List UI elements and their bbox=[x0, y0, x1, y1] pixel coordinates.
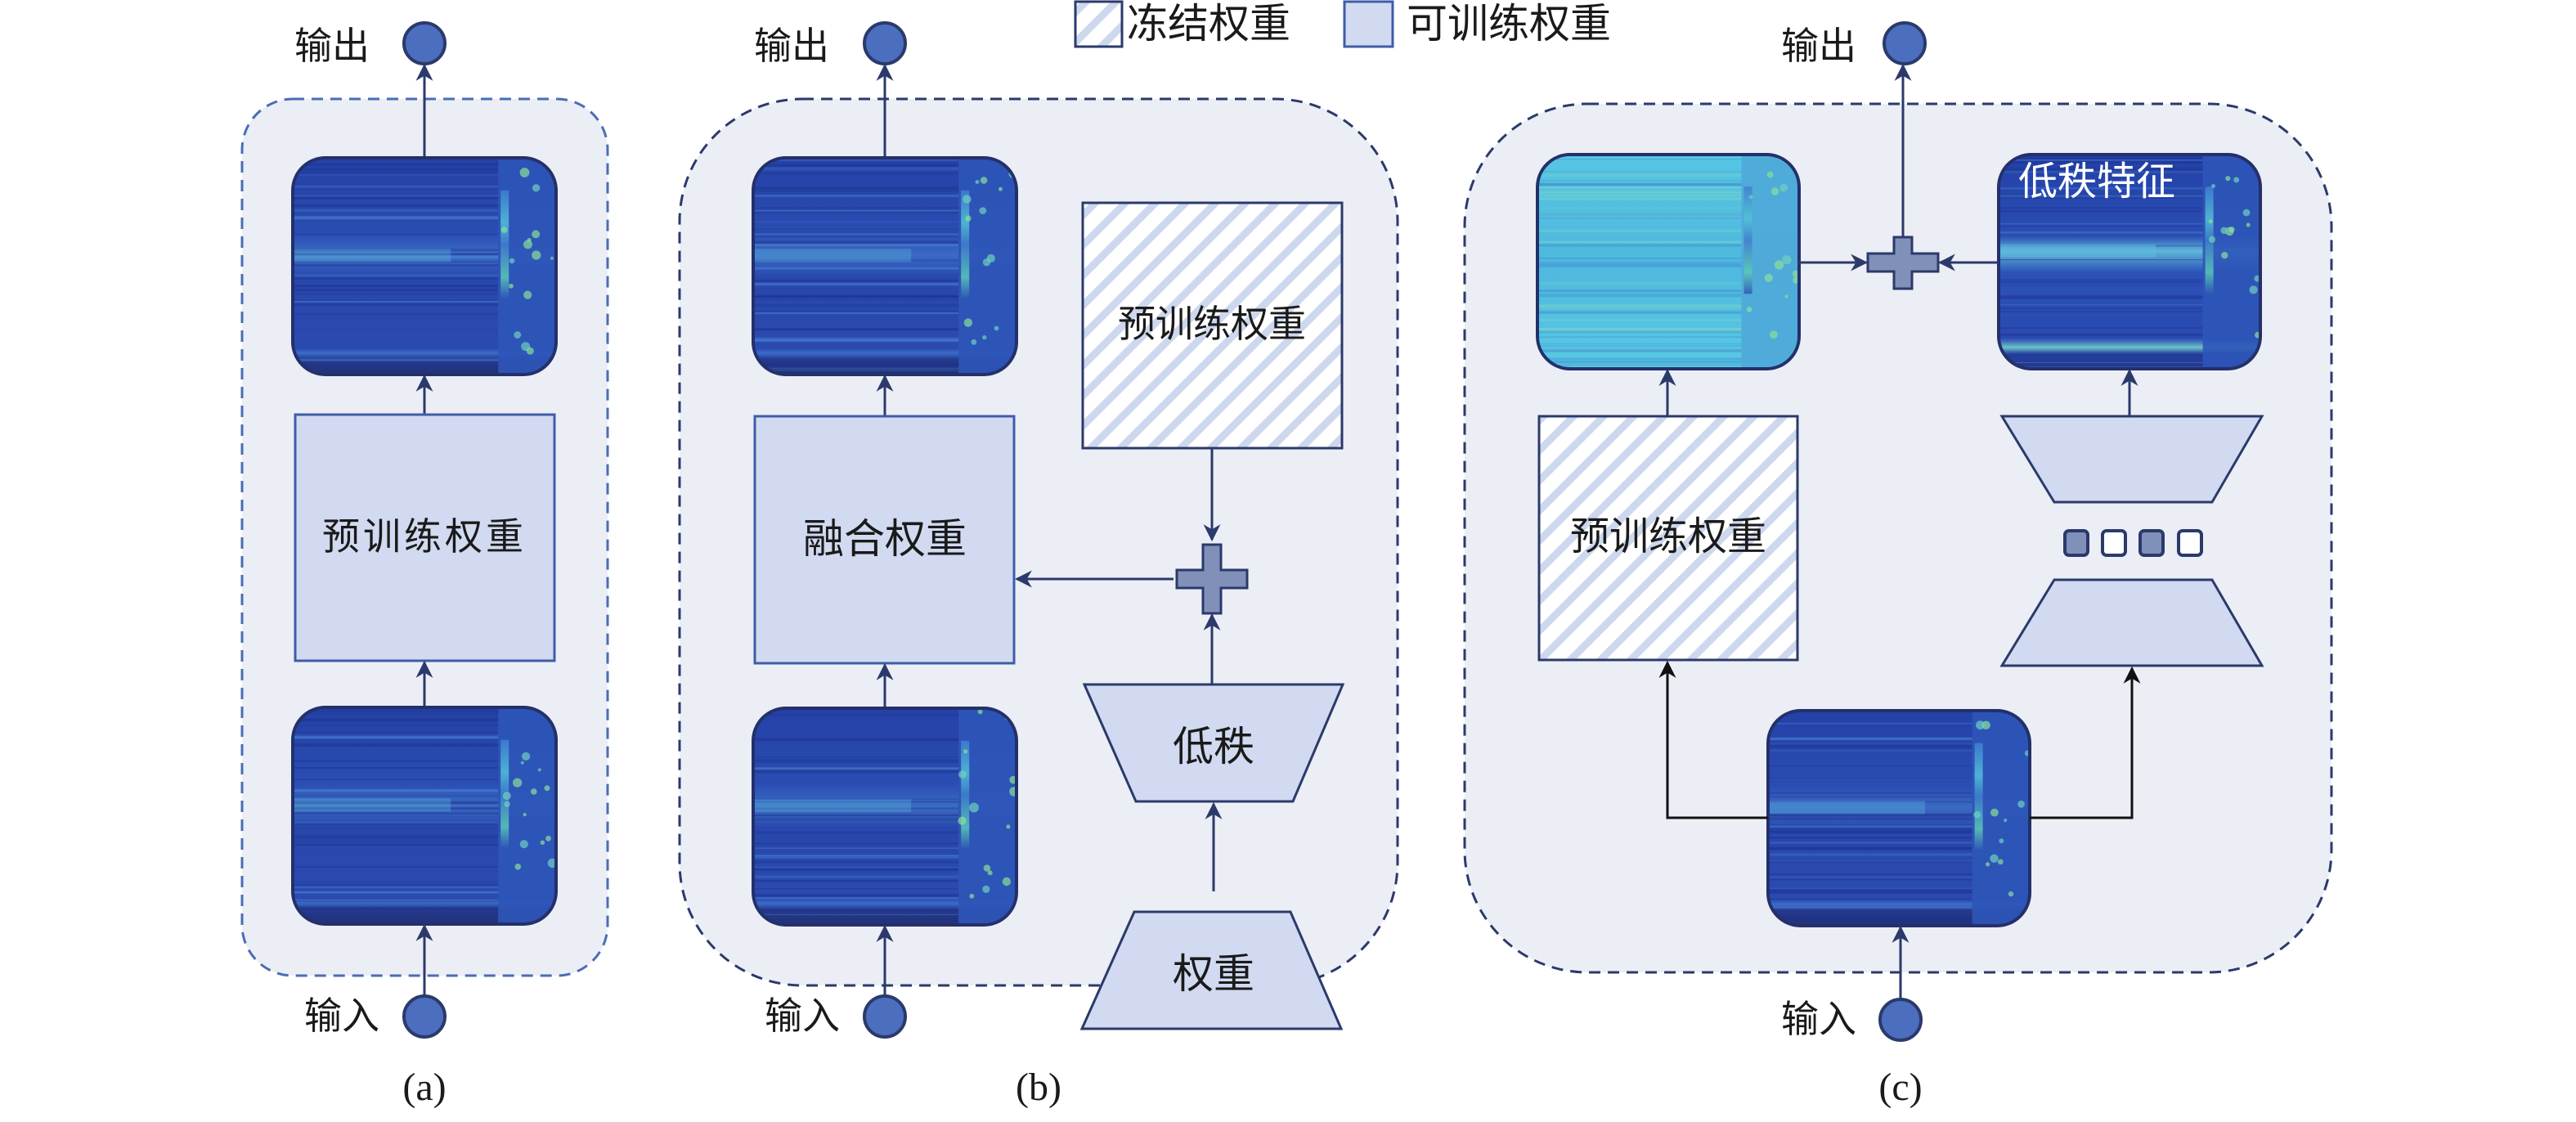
panel-b-weight-block bbox=[1079, 910, 1344, 1030]
panel-a-input-node bbox=[402, 994, 447, 1039]
panel-b-low-rank-label: 低秩 bbox=[1173, 723, 1254, 770]
panel-b-input-label: 输入 bbox=[765, 994, 840, 1038]
panel-b-fused-box bbox=[753, 415, 1016, 665]
panel-c-frozen-box-label: 预训练权重 bbox=[1570, 514, 1766, 559]
panel-a-caption: (a) bbox=[402, 1066, 446, 1109]
panel-a-output-spectrogram bbox=[291, 156, 558, 376]
panel-b-input-spectrogram bbox=[752, 707, 1018, 927]
panel-c-frozen-box bbox=[1537, 415, 1799, 662]
panel-c-down-projection-block bbox=[1999, 578, 2264, 667]
bottleneck-cell-empty bbox=[2101, 529, 2127, 557]
panel-a-output-label: 输出 bbox=[294, 24, 370, 68]
panel-b-plus-icon bbox=[1175, 543, 1249, 615]
legend-trainable-swatch bbox=[1343, 0, 1394, 48]
legend-frozen-swatch bbox=[1074, 0, 1124, 48]
panel-c-input-spectrogram bbox=[1766, 709, 2031, 927]
panel-b-output-spectrogram bbox=[752, 156, 1018, 376]
panel-c-input-node bbox=[1878, 998, 1923, 1042]
legend-frozen-label: 冻结权重 bbox=[1127, 0, 1290, 47]
panel-a-weight-box-label: 预训练权重 bbox=[322, 514, 527, 559]
panel-c-output-label: 输出 bbox=[1781, 24, 1856, 68]
panel-c-plus-icon bbox=[1866, 236, 1940, 290]
panel-c-caption: (c) bbox=[1878, 1066, 1922, 1109]
legend: 冻结权重 可训练权重 bbox=[1074, 0, 1611, 48]
panel-c: 输出 低秩特征 预训练权重 输入 bbox=[1463, 21, 2333, 1109]
bottleneck-cell-filled bbox=[2063, 529, 2089, 557]
bottleneck-cell-filled bbox=[2138, 529, 2165, 557]
panel-a-output-node bbox=[402, 21, 447, 65]
panel-c-frozen-output-spectrogram bbox=[1536, 153, 1801, 370]
panel-a-input-spectrogram bbox=[291, 706, 558, 926]
panel-c-output-node bbox=[1883, 21, 1927, 65]
panel-c-input-label: 输入 bbox=[1781, 997, 1856, 1041]
panel-b-output-label: 输出 bbox=[754, 24, 829, 68]
legend-trainable-label: 可训练权重 bbox=[1407, 0, 1611, 47]
panel-c-up-projection-block bbox=[1999, 415, 2264, 504]
panel-b-weight-label: 权重 bbox=[1173, 950, 1254, 998]
panel-b-fused-box-label: 融合权重 bbox=[803, 515, 967, 563]
panel-a: 输出 预训练权重 输入 (a) bbox=[240, 21, 609, 1109]
panel-b-frozen-box-label: 预训练权重 bbox=[1118, 302, 1306, 346]
panel-b-caption: (b) bbox=[1016, 1066, 1061, 1109]
panel-c-branch-arrow-left bbox=[1658, 660, 1768, 819]
panel-c-branch-arrow-right bbox=[2030, 666, 2141, 819]
panel-b-output-node bbox=[863, 21, 907, 65]
panel-b-input-node bbox=[863, 994, 907, 1039]
panel-b: 输出 融合权重 输入 预训练权重 低秩 权重 (b) bbox=[678, 21, 1399, 1109]
panel-c-low-rank-feature-label: 低秩特征 bbox=[2018, 159, 2175, 204]
panel-b-frozen-box bbox=[1081, 201, 1344, 450]
panel-a-input-label: 输入 bbox=[304, 994, 379, 1038]
bottleneck-cell-empty bbox=[2177, 529, 2203, 557]
panel-b-low-rank-block bbox=[1082, 683, 1345, 803]
panel-c-low-rank-feature-spectrogram bbox=[1997, 153, 2262, 370]
panel-c-bottleneck bbox=[2063, 529, 2203, 557]
